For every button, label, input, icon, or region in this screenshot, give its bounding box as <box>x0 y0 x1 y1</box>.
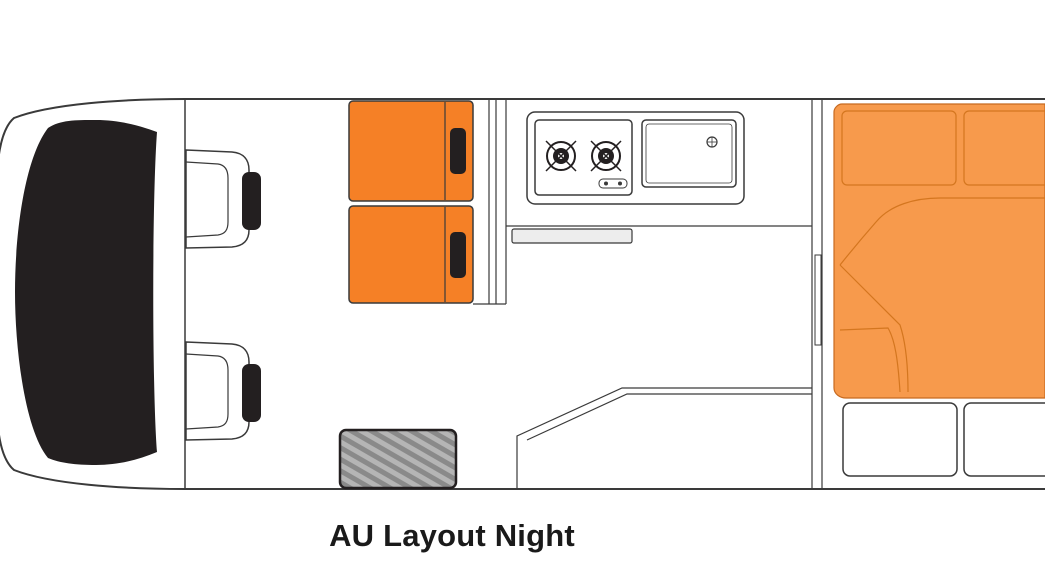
storage-box-left <box>842 402 958 477</box>
sink <box>641 119 737 188</box>
fridge-vent <box>511 228 633 244</box>
driver-seat <box>185 149 261 249</box>
stove-burner-left <box>545 140 577 172</box>
passenger-seat <box>185 341 261 441</box>
cushion-seat-upper <box>348 100 474 202</box>
layout-caption: AU Layout Night <box>329 518 575 553</box>
pillow-right <box>963 110 1045 186</box>
storage-box-right <box>963 402 1045 477</box>
entry-step <box>338 428 458 490</box>
stove <box>534 119 633 196</box>
pillow-left <box>841 110 957 186</box>
rear-bed <box>833 103 1045 399</box>
side-cabinet <box>516 387 812 488</box>
knob-icon <box>604 181 608 186</box>
stove-burner-right <box>590 140 622 172</box>
stove-knobs <box>598 178 628 189</box>
knob-icon <box>618 181 622 186</box>
van-body <box>0 98 1045 490</box>
windscreen <box>15 120 157 465</box>
cushion-seat-lower <box>348 205 474 304</box>
